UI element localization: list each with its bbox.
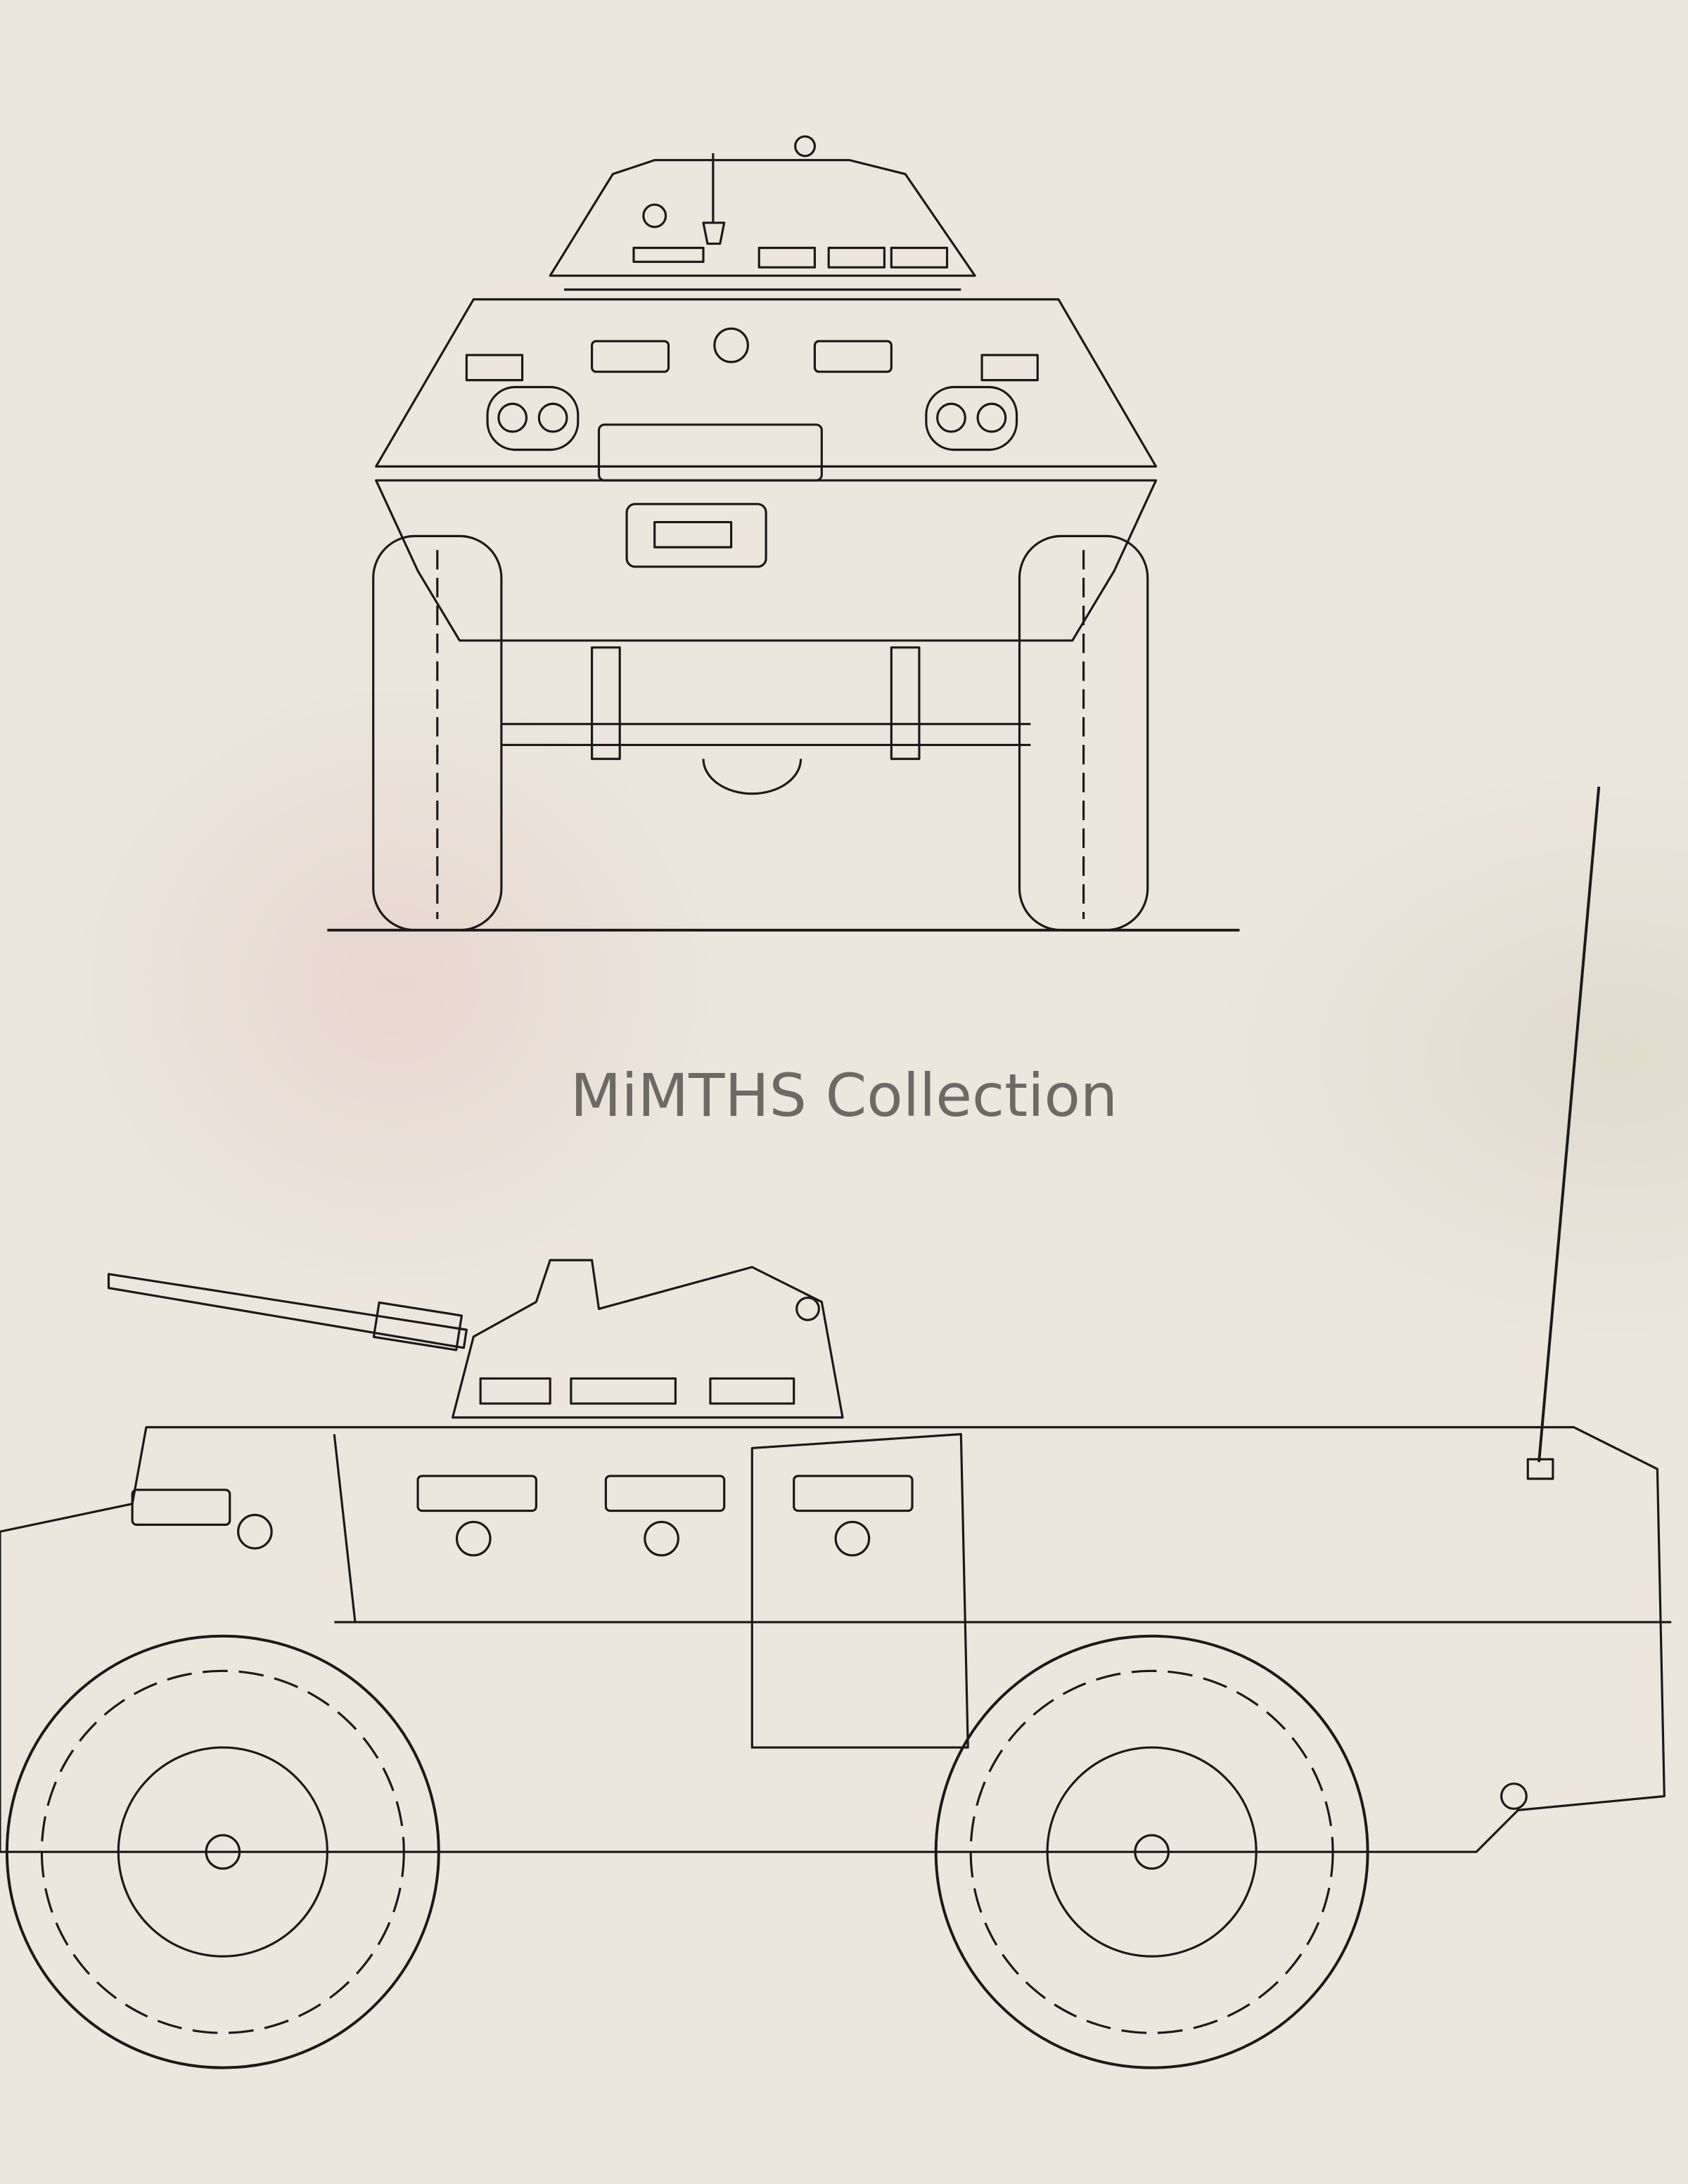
winch bbox=[625, 503, 767, 568]
watermark: MiMTHS Collection bbox=[570, 1060, 1118, 1130]
headlight-left bbox=[486, 385, 580, 451]
side-view bbox=[0, 786, 1672, 2069]
side-door bbox=[750, 1433, 969, 1749]
front-wheel-left bbox=[372, 534, 503, 932]
antenna bbox=[1537, 786, 1601, 1463]
front-turret bbox=[549, 159, 976, 277]
side-turret bbox=[451, 1259, 844, 1419]
front-hull-upper bbox=[375, 298, 1158, 468]
front-plate bbox=[597, 423, 823, 482]
front-view bbox=[327, 135, 1240, 932]
headlight-right bbox=[925, 385, 1018, 451]
side-hull bbox=[0, 1426, 1665, 1854]
side-wheel-front bbox=[5, 1634, 440, 2069]
side-wheel-rear bbox=[934, 1634, 1369, 2069]
front-machine-gun bbox=[702, 153, 726, 245]
muzzle-brake bbox=[372, 1301, 463, 1351]
gun-barrel bbox=[107, 1273, 468, 1349]
front-turret-periscopes bbox=[632, 246, 705, 263]
front-wheel-right bbox=[1018, 534, 1149, 932]
front-hull-lower bbox=[375, 479, 1158, 642]
